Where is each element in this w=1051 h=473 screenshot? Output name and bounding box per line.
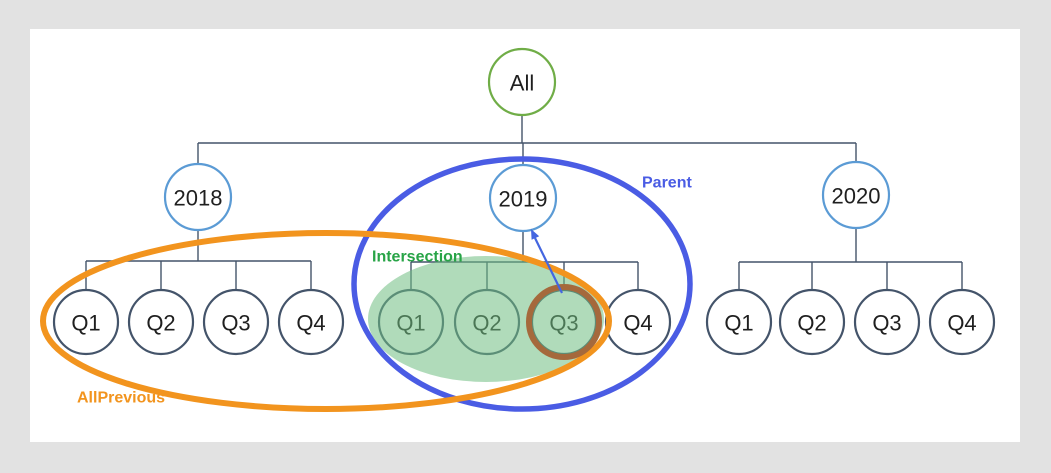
- node-2020-q1-circle: [705, 288, 773, 356]
- tree-connectors: [85, 115, 963, 290]
- parent-arrow-head: [531, 229, 540, 240]
- parent-ellipse: [351, 156, 693, 412]
- node-2020-label: 2020: [832, 184, 881, 209]
- parent-label: Parent: [642, 175, 692, 192]
- allprevious-ellipse: [40, 230, 612, 412]
- node-2020-q1-label: Q1: [724, 311, 753, 336]
- node-2020-q3-circle: [853, 288, 921, 356]
- node-2018-circle: [163, 162, 233, 232]
- node-2018-q2-label: Q2: [146, 311, 175, 336]
- node-2019-label: 2019: [499, 187, 548, 212]
- node-2018-label: 2018: [174, 186, 223, 211]
- node-2018-q1-label: Q1: [71, 311, 100, 336]
- parent-arrow-shaft: [534, 237, 563, 294]
- node-2018-q3-label: Q3: [221, 311, 250, 336]
- node-2020-circle: [821, 160, 891, 230]
- intersection-label: Intersection: [372, 249, 463, 266]
- node-2018-q4-label: Q4: [296, 311, 325, 336]
- q3-highlight-ring: [526, 284, 602, 360]
- node-2018-q4-circle: [277, 288, 345, 356]
- node-2018-q1-circle: [52, 288, 120, 356]
- node-2020-q2-label: Q2: [797, 311, 826, 336]
- node-2018-q3-circle: [202, 288, 270, 356]
- node-2020-q3-label: Q3: [872, 311, 901, 336]
- node-all-label: All: [510, 71, 534, 96]
- node-2020-q4-circle: [928, 288, 996, 356]
- parent-arrow: [531, 229, 563, 294]
- node-2019-circle: [488, 163, 558, 233]
- node-2018-q2-circle: [127, 288, 195, 356]
- node-all-circle: [487, 47, 557, 117]
- node-2020-q2-circle: [778, 288, 846, 356]
- node-2019-q4-label: Q4: [623, 311, 652, 336]
- node-2020-q4-label: Q4: [947, 311, 976, 336]
- allprevious-label: AllPrevious: [77, 390, 165, 407]
